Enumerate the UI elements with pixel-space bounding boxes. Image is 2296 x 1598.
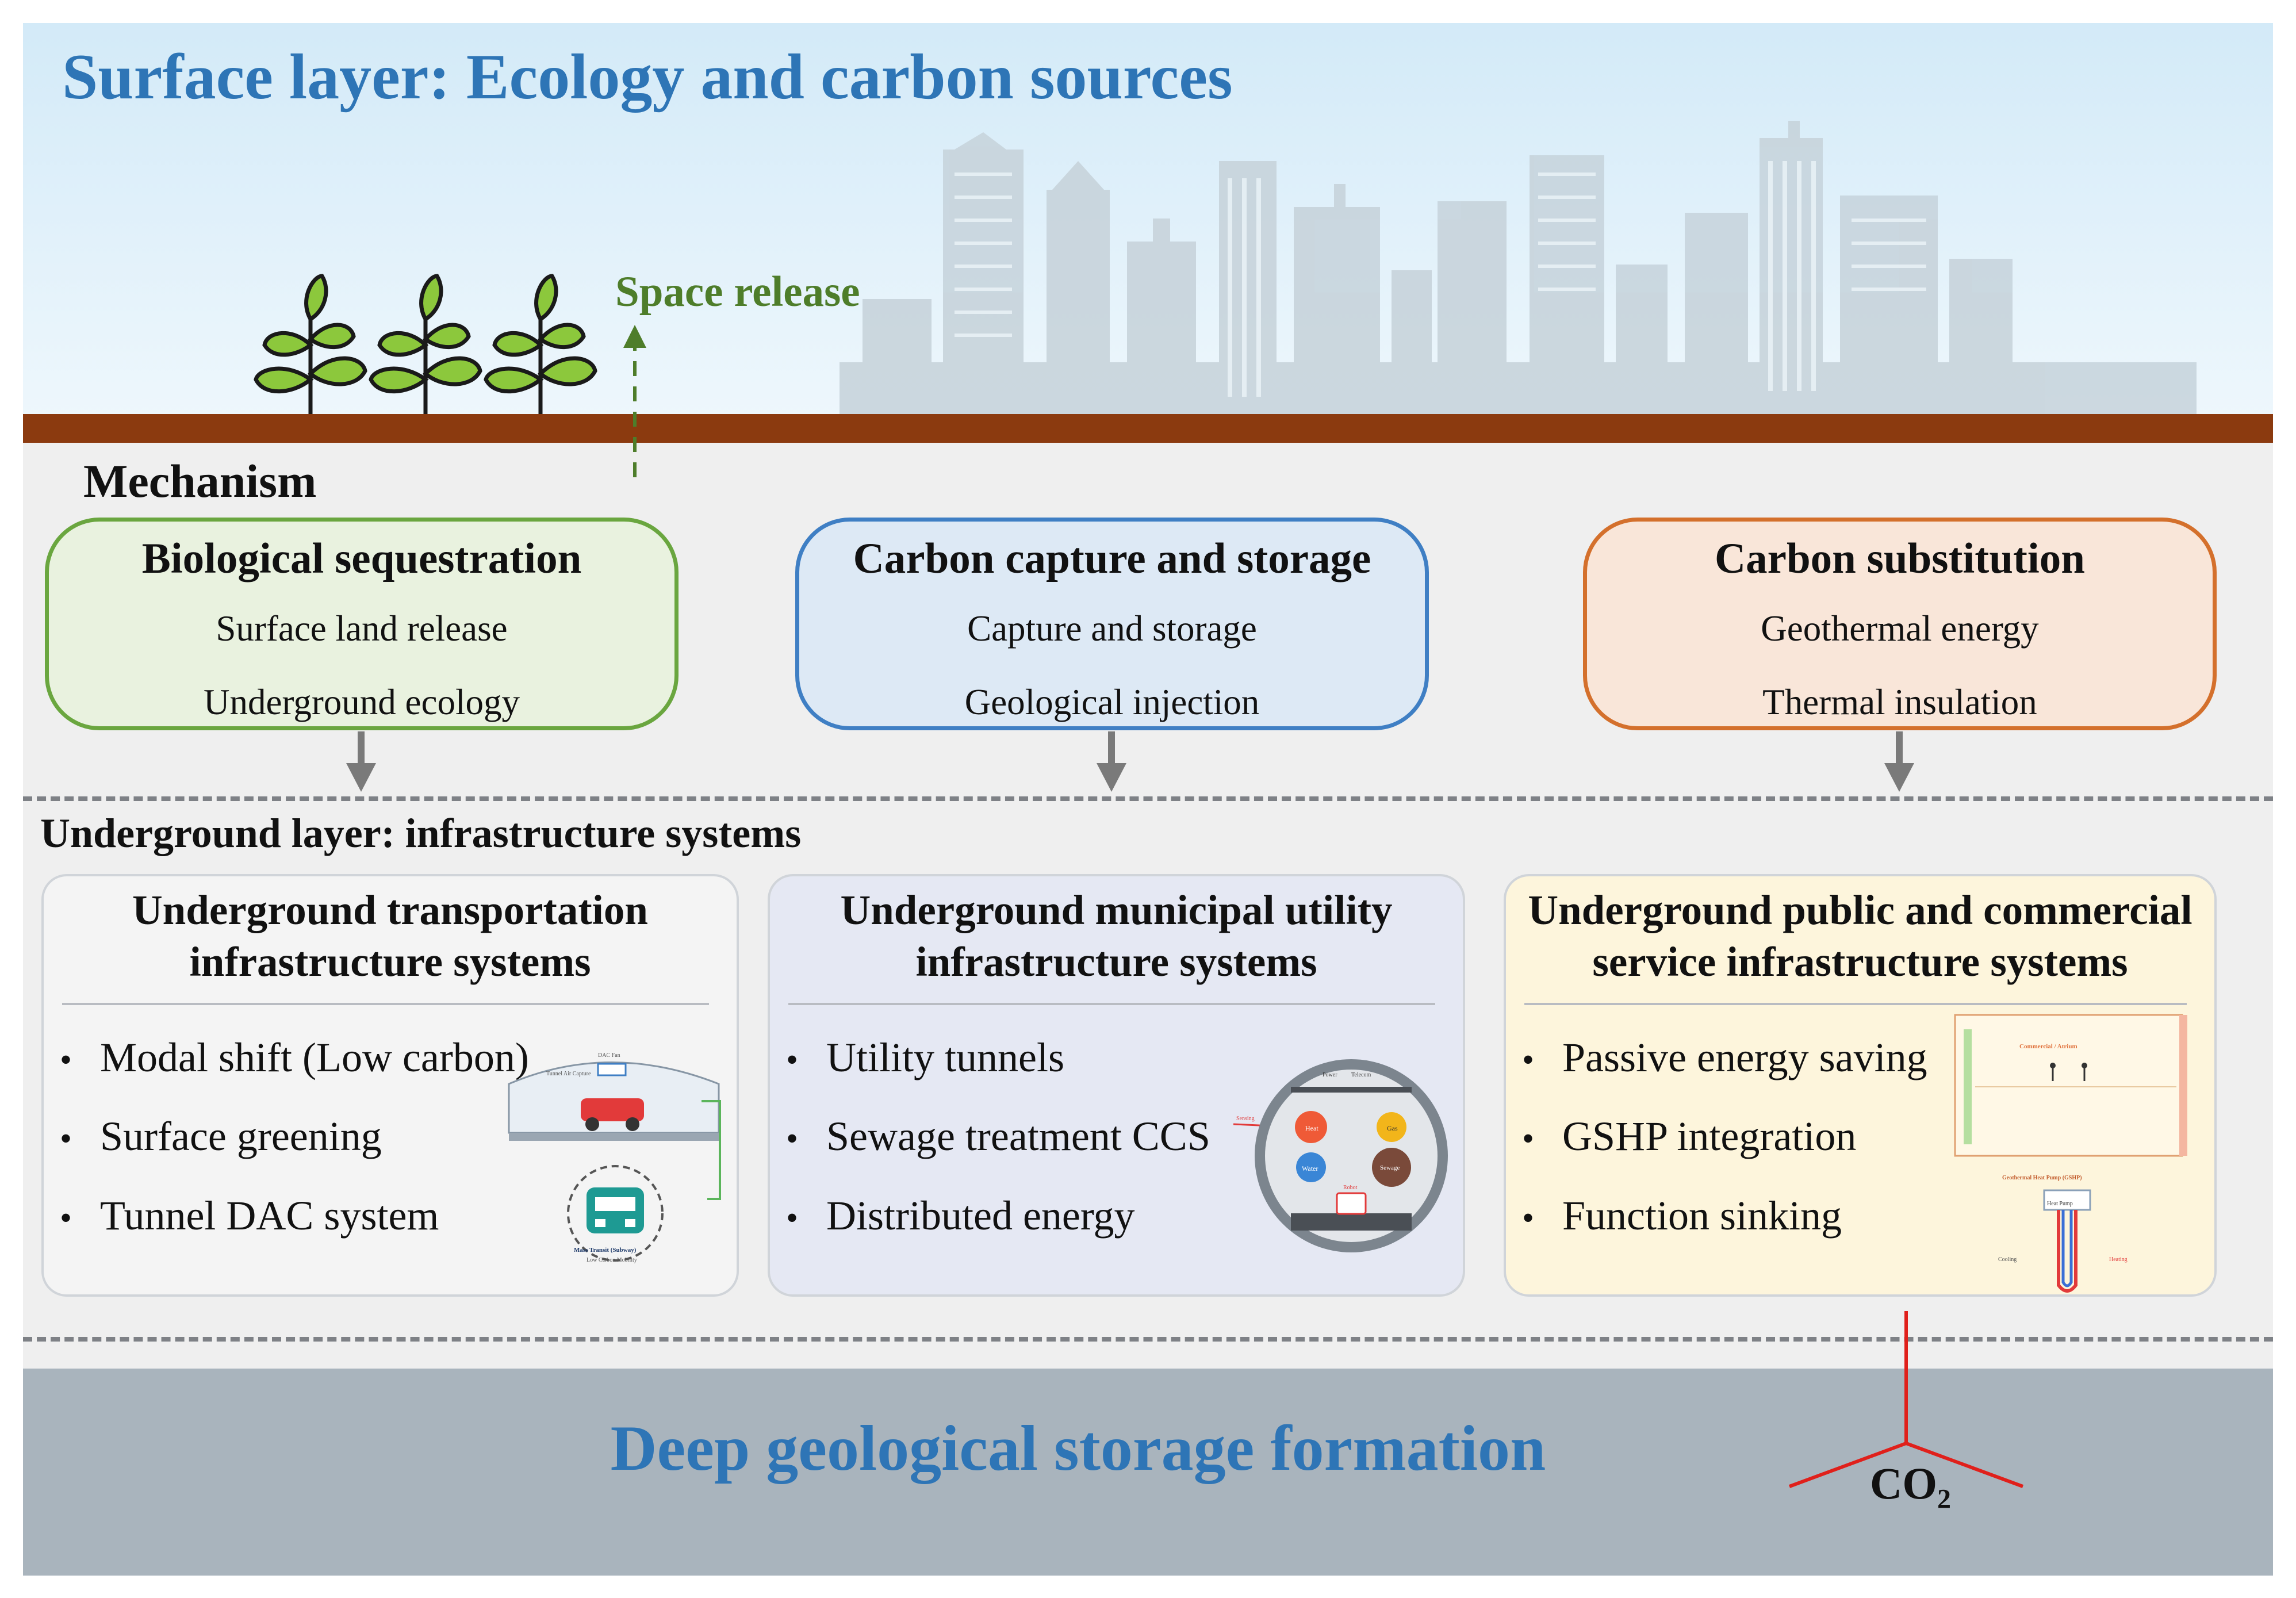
list-item: •GSHP integration (1522, 1113, 1857, 1159)
panel-divider (62, 1003, 709, 1005)
down-arrow (346, 731, 376, 792)
list-item: •Modal shift (Low carbon) (60, 1034, 529, 1080)
illustration-label: Power (1323, 1072, 1337, 1078)
illustration-label: Low Carbon Mobility (587, 1257, 637, 1263)
illustration-label: Geothermal Heat Pump (GSHP) (2002, 1175, 2082, 1181)
list-item-text: Tunnel DAC system (100, 1193, 439, 1239)
mechanism-box-ccs: Carbon capture and storage Capture and s… (795, 518, 1429, 730)
co2-injection-lines (1788, 1311, 2024, 1488)
panel-title-line: Underground municipal utility (840, 887, 1393, 933)
mechanism-box-biological: Biological sequestration Surface land re… (45, 518, 679, 730)
list-item-text: Utility tunnels (826, 1034, 1064, 1080)
tunnel-transport-illustration (508, 1061, 721, 1262)
list-item: •Surface greening (60, 1113, 382, 1159)
panel-divider (788, 1003, 1435, 1005)
down-arrow (1097, 731, 1126, 792)
surface-title: Surface layer: Ecology and carbon source… (62, 41, 1233, 113)
illustration-label: DAC Fan (598, 1052, 620, 1059)
illustration-label: Gas (1387, 1124, 1398, 1132)
panel-title-line: infrastructure systems (915, 938, 1317, 985)
utility-tunnel-illustration (1233, 1059, 1448, 1252)
illustration-label: Tunnel Air Capture (546, 1071, 591, 1077)
illustration-label: Commercial / Atrium (2019, 1043, 2077, 1050)
list-item: •Distributed energy (786, 1193, 1135, 1239)
mechanism-item: Underground ecology (204, 682, 520, 722)
mechanism-box-substitution: Carbon substitution Geothermal energy Th… (1583, 518, 2217, 730)
space-release-arrow (623, 325, 646, 477)
list-item-text: Surface greening (100, 1113, 382, 1159)
panel-title: Underground transportation infrastructur… (44, 884, 737, 988)
list-item: •Tunnel DAC system (60, 1193, 439, 1239)
commercial-gshp-illustration (1954, 1014, 2187, 1293)
underground-heading: Underground layer: infrastructure system… (40, 810, 802, 856)
deep-layer (23, 1369, 2273, 1576)
panel-title-line: infrastructure systems (189, 938, 591, 985)
illustration-label: Heat Pump (2047, 1201, 2073, 1207)
mechanism-title: Biological sequestration (141, 535, 582, 583)
panel-title: Underground municipal utility infrastruc… (770, 884, 1463, 988)
list-item-text: Sewage treatment CCS (826, 1113, 1210, 1159)
list-item: •Sewage treatment CCS (786, 1113, 1210, 1159)
soil-layer (23, 414, 2273, 443)
deep-title: Deep geological storage formation (610, 1413, 1546, 1484)
list-item-text: Modal shift (Low carbon) (100, 1034, 529, 1080)
mechanism-item: Thermal insulation (1762, 682, 2037, 722)
co2-text: CO (1870, 1458, 1937, 1508)
list-item: •Passive energy saving (1522, 1034, 1927, 1080)
mechanism-title: Carbon capture and storage (853, 535, 1371, 583)
dashed-divider (23, 796, 2273, 801)
mechanism-item: Geothermal energy (1761, 608, 2039, 649)
illustration-label: Heating (2109, 1256, 2128, 1263)
illustration-label: Sensing (1236, 1116, 1255, 1122)
dashed-divider (23, 1337, 2273, 1342)
illustration-label: Robot (1343, 1185, 1358, 1191)
illustration-label: Mass Transit (Subway) (574, 1247, 637, 1254)
list-item-text: Distributed energy (826, 1193, 1135, 1239)
illustration-label: Water (1302, 1164, 1318, 1172)
list-item: •Utility tunnels (786, 1034, 1064, 1080)
plants-icon (254, 274, 597, 414)
list-item-text: Passive energy saving (1562, 1034, 1927, 1080)
illustration-label: Telecom (1351, 1072, 1371, 1078)
panel-title-line: service infrastructure systems (1592, 938, 2128, 985)
panel-title-line: Underground public and commercial (1528, 887, 2192, 933)
mechanism-item: Surface land release (216, 608, 508, 649)
down-arrow (1884, 731, 1914, 792)
list-item-text: Function sinking (1562, 1193, 1842, 1239)
mechanism-item: Geological injection (964, 682, 1260, 722)
illustration-label: Cooling (1998, 1256, 2017, 1263)
panel-title: Underground public and commercial servic… (1506, 884, 2214, 988)
illustration-label: Sewage (1380, 1164, 1400, 1171)
co2-label: CO2 (1870, 1458, 1951, 1515)
list-item: •Function sinking (1522, 1193, 1842, 1239)
co2-subscript: 2 (1937, 1484, 1951, 1515)
list-item-text: GSHP integration (1562, 1113, 1857, 1159)
space-release-label: Space release (615, 268, 860, 316)
illustration-label: Heat (1305, 1124, 1318, 1132)
mechanism-item: Capture and storage (967, 608, 1257, 649)
panel-divider (1524, 1003, 2187, 1005)
city-skyline-illustration (840, 121, 2197, 414)
mechanism-heading: Mechanism (83, 455, 317, 507)
mechanism-title: Carbon substitution (1715, 535, 2085, 583)
panel-title-line: Underground transportation (132, 887, 649, 933)
